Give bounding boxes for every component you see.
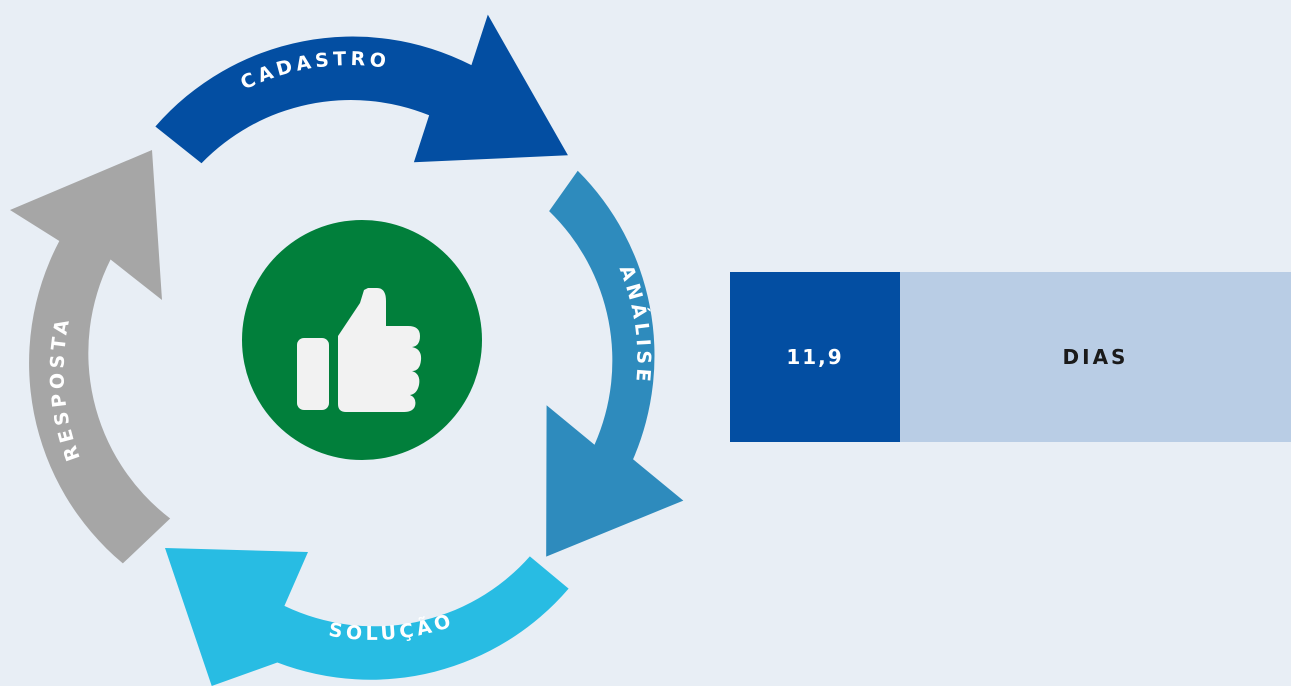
process-cycle-diagram: CADASTRO ANÁLISE SOLUÇÃO RESPOSTA (10, 14, 684, 686)
metric-unit: DIAS (900, 272, 1291, 442)
metric-panel: 11,9 DIAS (730, 272, 1291, 442)
step-analise-arrow: ANÁLISE (546, 170, 684, 557)
step-resposta-arrow: RESPOSTA (10, 150, 171, 564)
center-badge (242, 220, 482, 460)
metric-value: 11,9 (730, 272, 900, 442)
step-solucao-arrow: SOLUÇÃO (165, 548, 569, 686)
step-cadastro-arrow: CADASTRO (155, 14, 568, 164)
thumbs-up-icon (297, 288, 422, 412)
